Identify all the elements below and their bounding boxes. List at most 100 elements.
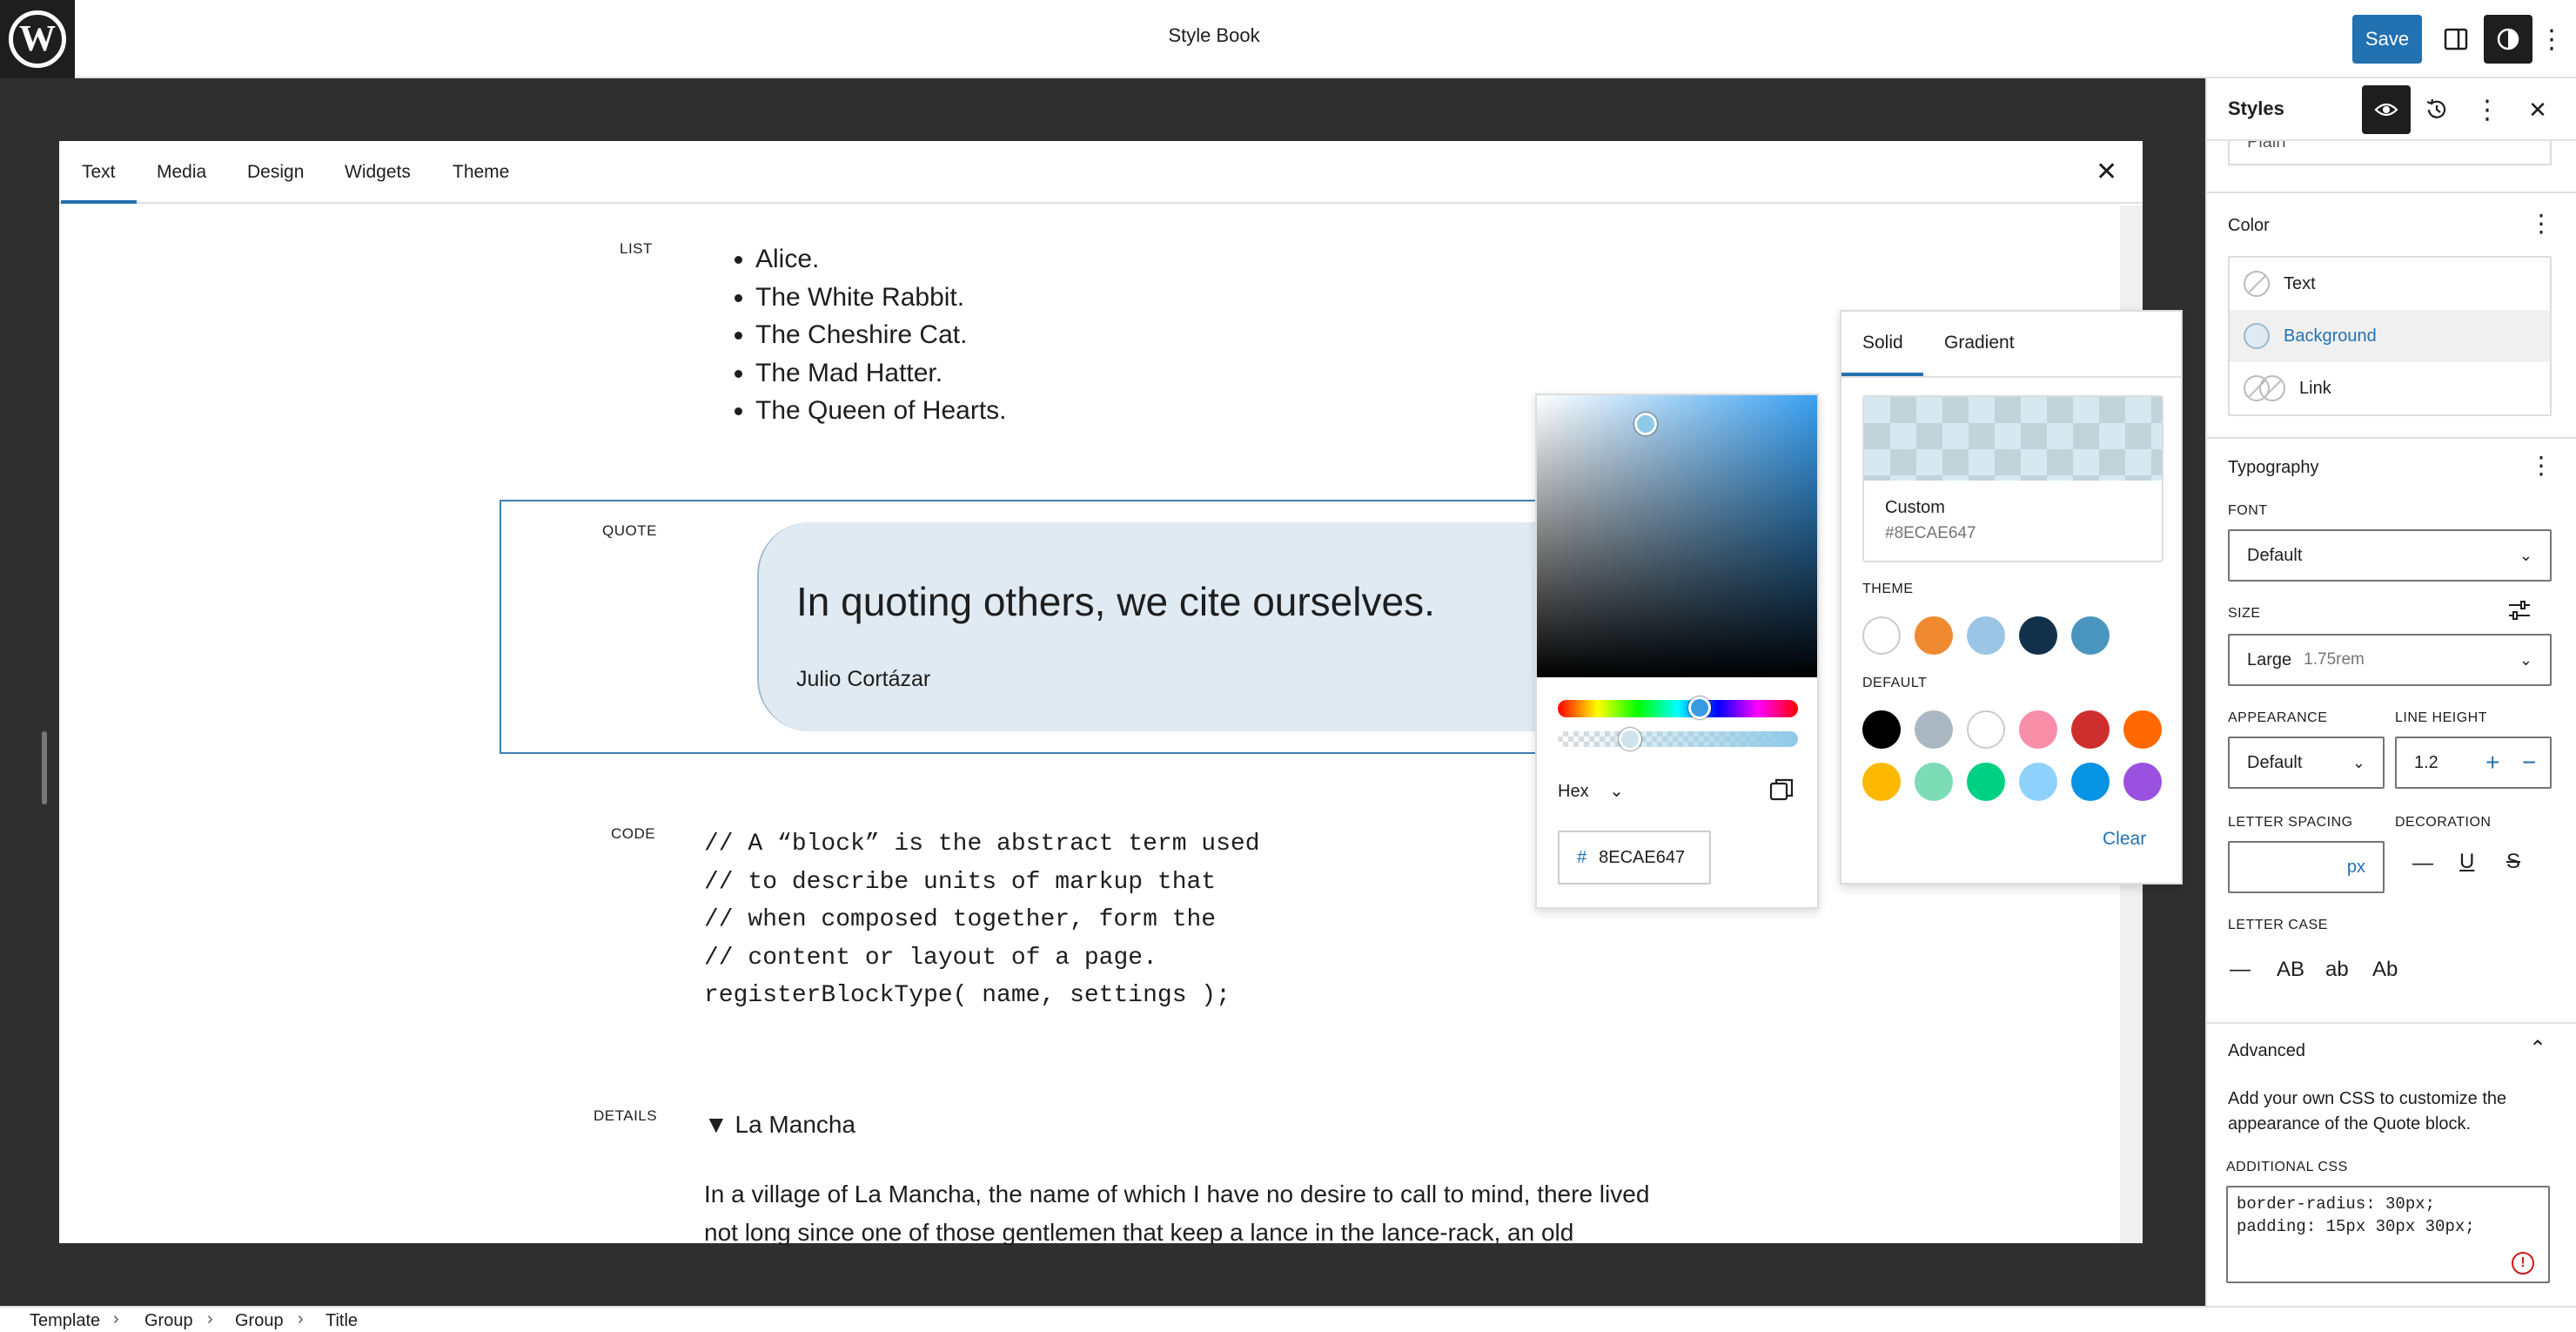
tab-solid[interactable]: Solid [1862,333,1903,353]
alpha-slider[interactable] [1558,728,1798,750]
color-item-link[interactable]: Link [2230,362,2550,414]
hex-prefix: # [1577,847,1587,867]
clear-color-button[interactable]: Clear [2103,829,2147,849]
letter-case-lower-button[interactable]: ab [2325,958,2349,981]
style-book-toggle-button[interactable] [2362,85,2411,134]
color-swatch[interactable] [2071,710,2110,749]
tab-widgets[interactable]: Widgets [345,162,411,182]
decoration-underline-button[interactable]: U [2459,850,2474,874]
color-swatch[interactable] [2019,616,2057,655]
letter-spacing-label: LETTER SPACING [2228,815,2353,830]
saturation-area[interactable] [1537,395,1817,677]
close-style-book-button[interactable]: ✕ [2096,157,2117,187]
advanced-help-text: Add your own CSS to customize the appear… [2228,1089,2507,1134]
saturation-handle[interactable] [1634,413,1657,435]
tab-theme[interactable]: Theme [453,162,510,182]
code-example[interactable]: // A “block” is the abstract term used /… [704,831,1260,1009]
letter-spacing-unit[interactable]: px [2346,857,2365,877]
decoration-none-button[interactable]: — [2412,851,2433,876]
tab-media[interactable]: Media [157,162,207,182]
quote-example[interactable] [757,522,1540,731]
alpha-handle[interactable] [1619,728,1641,750]
hue-handle[interactable] [1688,696,1711,719]
color-swatch[interactable] [1967,710,2005,749]
copy-color-button[interactable] [1768,777,1794,809]
decoration-strikethrough-button[interactable]: S [2506,850,2520,874]
custom-color-label: Custom [1885,498,1945,517]
letter-spacing-input[interactable]: px [2228,841,2385,893]
link-color-icons [2244,375,2285,401]
list-example[interactable]: Alice. The White Rabbit. The Cheshire Ca… [755,240,1007,430]
minus-icon: — [2412,851,2433,875]
color-swatch[interactable] [1915,616,1953,655]
close-sidebar-button[interactable]: ✕ [2513,85,2562,134]
options-menu-button[interactable]: ⋮ [2534,15,2569,64]
tab-text[interactable]: Text [61,162,136,204]
font-select[interactable]: Default ⌄ [2228,529,2552,582]
sidebar-options-button[interactable]: ⋮ [2463,85,2512,134]
decrement-button[interactable]: − [2522,749,2537,776]
color-swatch[interactable] [2123,763,2162,801]
typography-options-button[interactable]: ⋮ [2529,451,2553,480]
additional-css-textarea[interactable]: border-radius: 30px; padding: 15px 30px … [2226,1186,2550,1283]
letter-case-none-button[interactable]: — [2230,958,2251,981]
color-swatch[interactable] [2071,616,2110,655]
details-summary[interactable]: ▼ La Mancha [704,1111,856,1138]
sidebar-toggle-button[interactable] [2432,15,2480,64]
save-button[interactable]: Save [2352,15,2422,64]
letter-case-upper-button[interactable]: AB [2277,958,2305,981]
custom-color-swatch [1864,397,2162,481]
custom-color-value: #8ECAE647 [1885,524,1976,542]
style-book-tabs: Text Media Design Widgets Theme ✕ [59,141,2143,204]
letter-case-capitalize-button[interactable]: Ab [2372,958,2398,981]
tab-design[interactable]: Design [247,162,305,182]
wordpress-icon: W [9,10,66,68]
color-swatch[interactable] [1862,710,1901,749]
breadcrumb: Template › Group › Group › Title [0,1306,2576,1332]
custom-color-button[interactable]: Custom #8ECAE647 [1862,395,2163,562]
color-options-button[interactable]: ⋮ [2529,209,2553,238]
breadcrumb-item[interactable]: Group [235,1311,284,1330]
breadcrumb-item[interactable]: Template [30,1311,101,1330]
color-swatch[interactable] [1967,763,2005,801]
revisions-button[interactable] [2412,85,2461,134]
hue-slider[interactable] [1558,696,1798,719]
advanced-section-toggle[interactable]: Advanced [2228,1041,2305,1060]
empty-color-icon [2244,271,2270,297]
color-swatch[interactable] [2071,763,2110,801]
additional-css-label: ADDITIONAL CSS [2226,1160,2348,1174]
size-select[interactable]: Large 1.75rem ⌄ [2228,634,2552,686]
color-format-select[interactable]: Hex ⌄ [1558,780,1624,802]
size-select-sub: 1.75rem [2304,650,2365,669]
styles-button[interactable] [2484,15,2532,64]
color-swatch[interactable] [1862,616,1901,655]
canvas-resize-handle[interactable] [42,731,47,804]
close-icon: ✕ [2528,96,2547,123]
line-height-input[interactable]: 1.2 + − [2395,737,2552,789]
tab-gradient[interactable]: Gradient [1944,333,2015,353]
wordpress-logo-button[interactable]: W [0,0,75,78]
document-title[interactable]: Style Book [1168,24,1260,46]
hex-input[interactable]: # 8ECAE647 [1558,831,1711,885]
default-palette-label: DEFAULT [1862,676,1928,690]
appearance-select[interactable]: Default ⌄ [2228,737,2385,789]
breadcrumb-item[interactable]: Group [144,1311,193,1330]
custom-size-button[interactable] [2506,597,2532,629]
color-swatch[interactable] [1862,763,1901,801]
color-item-background[interactable]: Background [2230,310,2550,362]
color-swatch[interactable] [2123,710,2162,749]
chevron-up-icon[interactable]: ⌃ [2529,1037,2547,1060]
top-bar: W Style Book Save ⋮ [0,0,2576,78]
breadcrumb-item[interactable]: Title [325,1311,359,1330]
color-swatch[interactable] [2019,763,2057,801]
color-swatch[interactable] [2019,710,2057,749]
increment-button[interactable]: + [2485,749,2500,776]
vertical-ellipsis-icon: ⋮ [2539,24,2565,54]
color-swatch[interactable] [1967,616,2005,655]
color-indicator-icon [2244,323,2270,349]
chevron-down-icon: ⌄ [2351,753,2365,771]
color-item-text[interactable]: Text [2230,258,2550,310]
color-swatch[interactable] [1915,763,1953,801]
details-body: In a village of La Mancha, the name of w… [704,1181,1650,1245]
color-swatch[interactable] [1915,710,1953,749]
